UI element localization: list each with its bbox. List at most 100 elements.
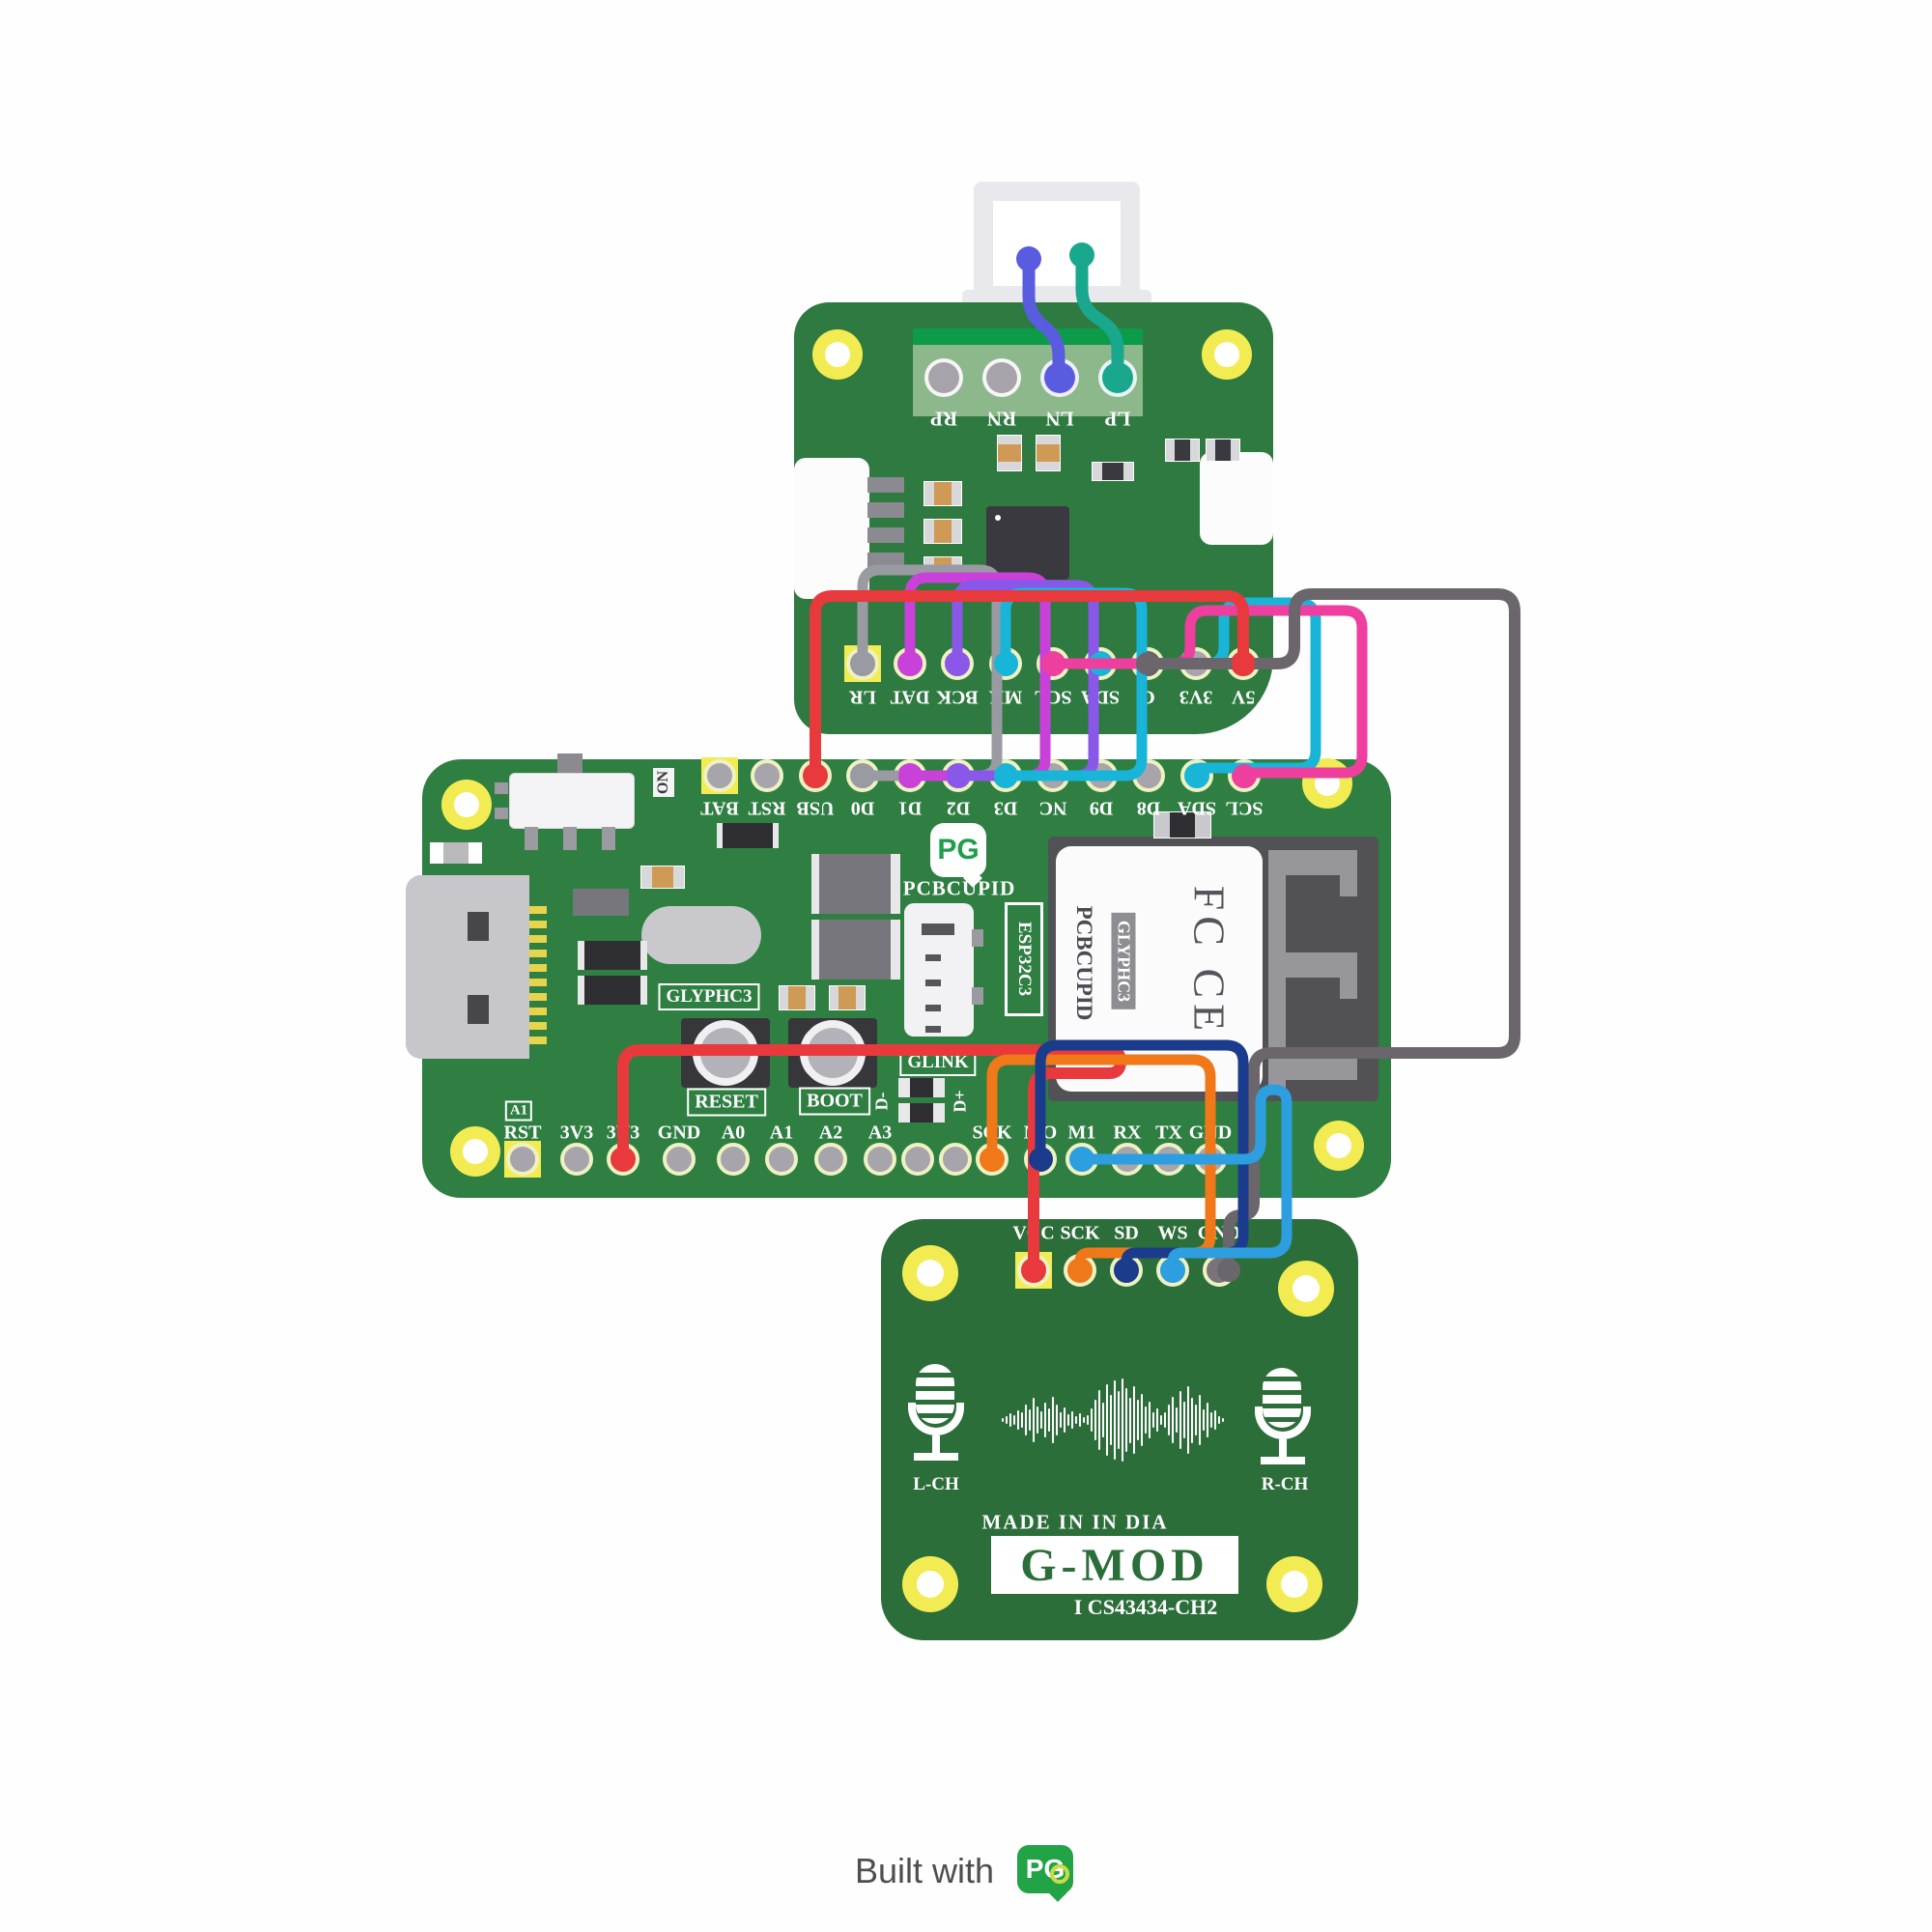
antenna-arm [1268,1055,1357,1080]
terminal-strip [913,328,1143,345]
footer-built-with: Built with [855,1851,995,1890]
module-glyphc3-label: GLYPHC3 [1111,912,1136,1010]
lr-to-d0-wire-end [851,652,874,675]
amp-pad-bar [867,553,904,568]
waveform-bar [1172,1396,1174,1444]
esp-bottom-pins-A1 [765,1143,798,1176]
waveform-bar [1207,1403,1208,1437]
waveform-bar [1040,1410,1042,1430]
waveform-bar [1214,1409,1216,1431]
smd-ic [717,823,779,848]
mo-to-sd-wire-end [1029,1148,1052,1171]
waveform-bar [1091,1407,1093,1433]
waveform-bar [1044,1403,1046,1437]
gnd-loop-wire-end [1217,1259,1240,1282]
smd-capacitor [923,519,962,544]
part-number-label: I CS43434-CH2 [1073,1595,1218,1619]
waveform-bar [1218,1416,1220,1424]
m1-to-ws-wire-end [1070,1148,1094,1171]
esp-bottom-pins-label: A2 [818,1122,843,1144]
esp-bottom-pins-label: GND [657,1122,701,1144]
waveform-bar [1179,1390,1181,1450]
smd-capacitor [829,985,866,1010]
mic-pins-label: SD [1114,1222,1139,1244]
amp-white-pad-left [794,458,869,599]
3v3-to-vcc-wire-end [1022,1259,1045,1282]
dat-to-d1-wire-end [898,652,922,675]
m1-to-ws-wire [1076,1084,1293,1276]
mk-to-d3-wire [1000,587,1148,781]
waveform-bar [1129,1397,1131,1443]
mo-to-sd-wire-end [1115,1259,1138,1282]
waveform-bar [1164,1412,1166,1428]
waveform-bar [1133,1386,1135,1454]
smd-ic [578,941,647,970]
waveform-bar [1160,1415,1162,1425]
speaker-left-wire-end [1016,246,1041,271]
bck-to-d2-wire-end [947,764,970,787]
usb-to-5v-wire-end [804,764,827,787]
waveform-bar [1098,1389,1100,1451]
right-channel-label: R-CH [1261,1474,1309,1494]
gmod-label: G-MOD [1020,1539,1209,1591]
esp-bottom-pins-label: A1 [769,1122,794,1144]
waveform-bar [1056,1405,1058,1435]
esp-bottom-pins-label: 3V3 [559,1122,594,1144]
esp-hole-bl [450,1126,500,1177]
esp-bottom-pins-RST [506,1143,539,1176]
waveform-bar [1106,1384,1108,1456]
smd-capacitor [997,435,1022,471]
audio-waveform [1002,1375,1226,1465]
waveform-bar [1029,1408,1031,1432]
mic-hole-tr [1278,1261,1334,1317]
waveform-bar [1017,1409,1019,1431]
speaker-right-wire-end [1069,242,1094,268]
esp-bottom-pins-label: RX [1113,1122,1142,1144]
amp-pad-bar [867,527,904,543]
pcbcupid-logo-text: PG [937,834,980,866]
esp-bottom-pins-label: A3 [867,1122,893,1144]
waveform-bar [1075,1416,1077,1424]
sda-to-sda-wire [1094,597,1321,781]
glink-side-tab [972,929,983,947]
esp-bottom-pins-A0 [717,1143,750,1176]
bck-to-d2-wire-end [946,652,969,675]
waveform-bar [1176,1406,1178,1434]
smd-capacitor [779,985,815,1010]
reset-label: RESET [687,1088,766,1117]
a1-label: A1 [504,1100,533,1122]
waveform-bar [1102,1403,1104,1437]
waveform-bar [1210,1412,1212,1428]
sck-wire [986,1054,1216,1276]
waveform-bar [1052,1396,1054,1444]
glink-pin [925,954,941,961]
glink-pin [925,1026,941,1033]
waveform-bar [1048,1407,1050,1433]
esp-top-pins-BAT [703,759,736,792]
dat-to-d1-wire-end [898,764,922,787]
waveform-bar [1156,1407,1158,1433]
speaker-right-wire-end [1105,365,1130,390]
gmod-label-box: G-MOD [991,1536,1238,1594]
voltage-regulator [811,854,900,914]
waveform-bar [1187,1386,1189,1454]
speaker-left-wire-end [1046,365,1071,390]
esp-top-pins-RST [751,759,783,792]
left-channel-label: L-CH [913,1474,959,1494]
mic-hole-br [1266,1556,1322,1612]
esp-bottom-pins-label: RST [503,1122,542,1144]
mk-to-d3-wire-end [994,764,1017,787]
footer-logo-ring [1050,1864,1069,1884]
waveform-bar [1152,1411,1154,1429]
waveform-bar [1183,1402,1185,1438]
smd-resistor [1092,462,1134,481]
amp-terminals-RP [924,358,963,397]
mic-hole-tl [902,1245,958,1301]
waveform-bar [1195,1405,1197,1435]
sck-wire-end [980,1148,1004,1171]
mk-to-d3-wire-end [994,652,1017,675]
scl-to-scl-wire-end [1233,764,1256,787]
usb-gold-fingers [529,906,547,1045]
waveform-bar [1199,1394,1201,1446]
